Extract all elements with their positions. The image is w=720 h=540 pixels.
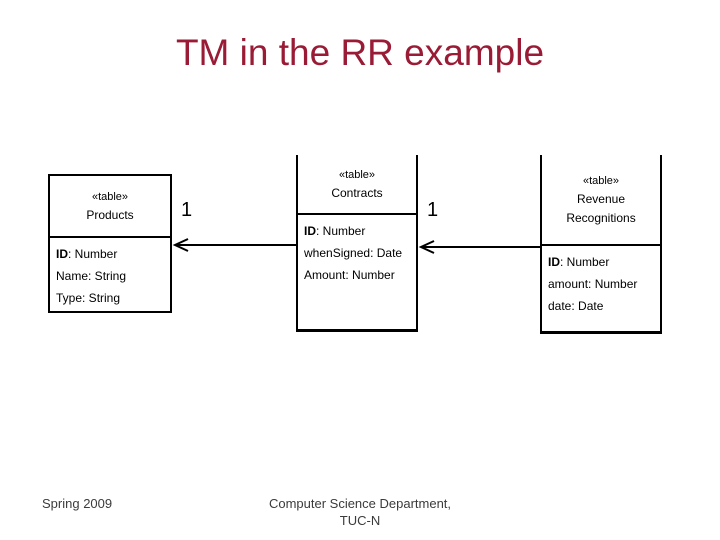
attribute-row: ID: Number	[56, 243, 170, 265]
attribute-key: Amount	[304, 268, 346, 282]
uml-table-products: «table» Products ID: Number Name: String…	[48, 174, 172, 313]
uml-table-revenue-recognitions: «table» Revenue Recognitions ID: Number …	[540, 155, 662, 334]
attribute-type: : String	[88, 269, 127, 283]
uml-table-products-header: «table» Products	[50, 176, 170, 238]
uml-table-contracts-attributes: ID: Number whenSigned: Date Amount: Numb…	[298, 215, 416, 286]
attribute-key: date	[548, 299, 572, 313]
attribute-type: : Number	[345, 268, 395, 282]
table-name: Products	[86, 207, 134, 222]
footer-department-line1: Computer Science Department,	[268, 496, 452, 511]
attribute-key: amount	[548, 277, 589, 291]
attribute-type: : Number	[68, 247, 118, 261]
attribute-row: amount: Number	[548, 273, 660, 295]
attribute-type: : Number	[588, 277, 638, 291]
attribute-row: Amount: Number	[304, 264, 416, 286]
multiplicity-label-contracts: 1	[427, 199, 439, 221]
page-title: TM in the RR example	[175, 32, 545, 73]
attribute-key: Type	[56, 291, 83, 305]
association-arrow-revenue-to-contracts	[418, 240, 540, 254]
attribute-key: ID	[56, 247, 68, 261]
attribute-key: Name	[56, 269, 89, 283]
stereotype-label: «table»	[582, 174, 620, 187]
attribute-row: ID: Number	[304, 220, 416, 242]
attribute-key: ID	[548, 255, 560, 269]
attribute-row: ID: Number	[548, 251, 660, 273]
attribute-row: whenSigned: Date	[304, 242, 416, 264]
multiplicity-label-products: 1	[181, 199, 193, 221]
uml-table-products-attributes: ID: Number Name: String Type: String	[50, 238, 170, 309]
footer-date: Spring 2009	[42, 496, 113, 511]
uml-table-revenue-recognitions-header: «table» Revenue Recognitions	[542, 155, 660, 246]
footer-department-line2: TUC-N	[339, 513, 381, 528]
footer-department: Computer Science Department, TUC-N	[0, 495, 720, 529]
attribute-type: : Number	[560, 255, 610, 269]
attribute-key: ID	[304, 224, 316, 238]
stereotype-label: «table»	[91, 190, 129, 203]
uml-table-contracts: «table» Contracts ID: Number whenSigned:…	[296, 155, 418, 332]
attribute-type: : Date	[571, 299, 604, 313]
stereotype-label: «table»	[338, 168, 376, 181]
association-arrow-contracts-to-products	[172, 238, 296, 252]
table-name: Contracts	[331, 185, 383, 200]
attribute-key: whenSigned	[304, 246, 371, 260]
attribute-row: Type: String	[56, 287, 170, 309]
attribute-type: : Date	[370, 246, 403, 260]
attribute-type: : Number	[316, 224, 366, 238]
uml-table-revenue-recognitions-attributes: ID: Number amount: Number date: Date	[542, 246, 660, 317]
uml-table-contracts-header: «table» Contracts	[298, 155, 416, 215]
attribute-row: date: Date	[548, 295, 660, 317]
table-name: Revenue Recognitions	[566, 191, 636, 225]
attribute-row: Name: String	[56, 265, 170, 287]
attribute-type: : String	[82, 291, 121, 305]
